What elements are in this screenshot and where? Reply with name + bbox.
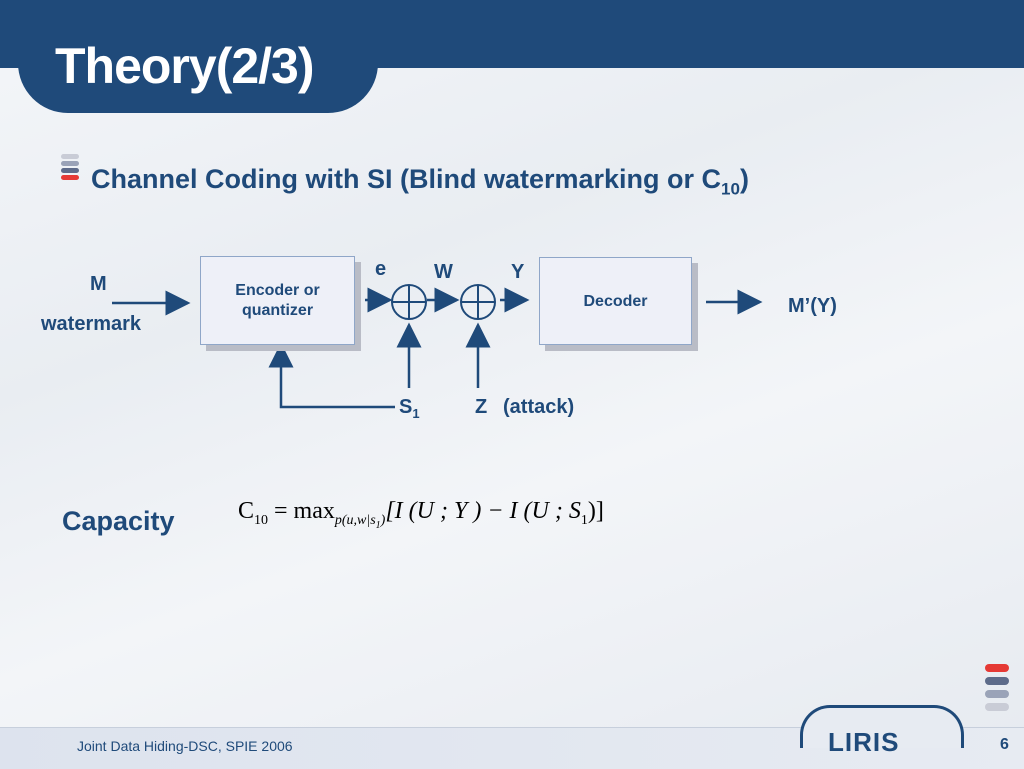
bullet-icon bbox=[61, 154, 81, 182]
page-number: 6 bbox=[1000, 736, 1009, 753]
w-label: W bbox=[434, 261, 453, 283]
output-label: M’(Y) bbox=[788, 295, 837, 317]
z-label: Z bbox=[475, 396, 488, 418]
capacity-label: Capacity bbox=[62, 506, 175, 536]
capacity-formula: C10 = maxp(u,w|s1)[I (U ; Y ) − I (U ; S… bbox=[238, 498, 604, 531]
slide-title: Theory(2/3) bbox=[55, 38, 315, 94]
encoder-label: Encoder or quantizer bbox=[235, 282, 320, 319]
decor-stack-icon bbox=[985, 664, 1011, 716]
input-label: M bbox=[90, 273, 107, 295]
slide-heading: Channel Coding with SI (Blind watermarki… bbox=[91, 164, 749, 199]
e-label: e bbox=[375, 258, 387, 280]
logo-tab bbox=[800, 705, 964, 748]
attack-label: (attack) bbox=[503, 396, 575, 418]
side-info-feedback-arrow bbox=[268, 342, 395, 409]
s1-label: S1 bbox=[399, 396, 420, 421]
liris-logo: LIRIS bbox=[828, 727, 900, 757]
watermark-label: watermark bbox=[41, 313, 142, 335]
y-label: Y bbox=[511, 261, 525, 283]
title-tab bbox=[18, 0, 378, 113]
decoder-box: Decoder bbox=[539, 257, 692, 345]
footer-text: Joint Data Hiding-DSC, SPIE 2006 bbox=[77, 738, 293, 754]
encoder-box: Encoder or quantizer bbox=[200, 256, 355, 345]
decoder-label: Decoder bbox=[583, 293, 648, 310]
